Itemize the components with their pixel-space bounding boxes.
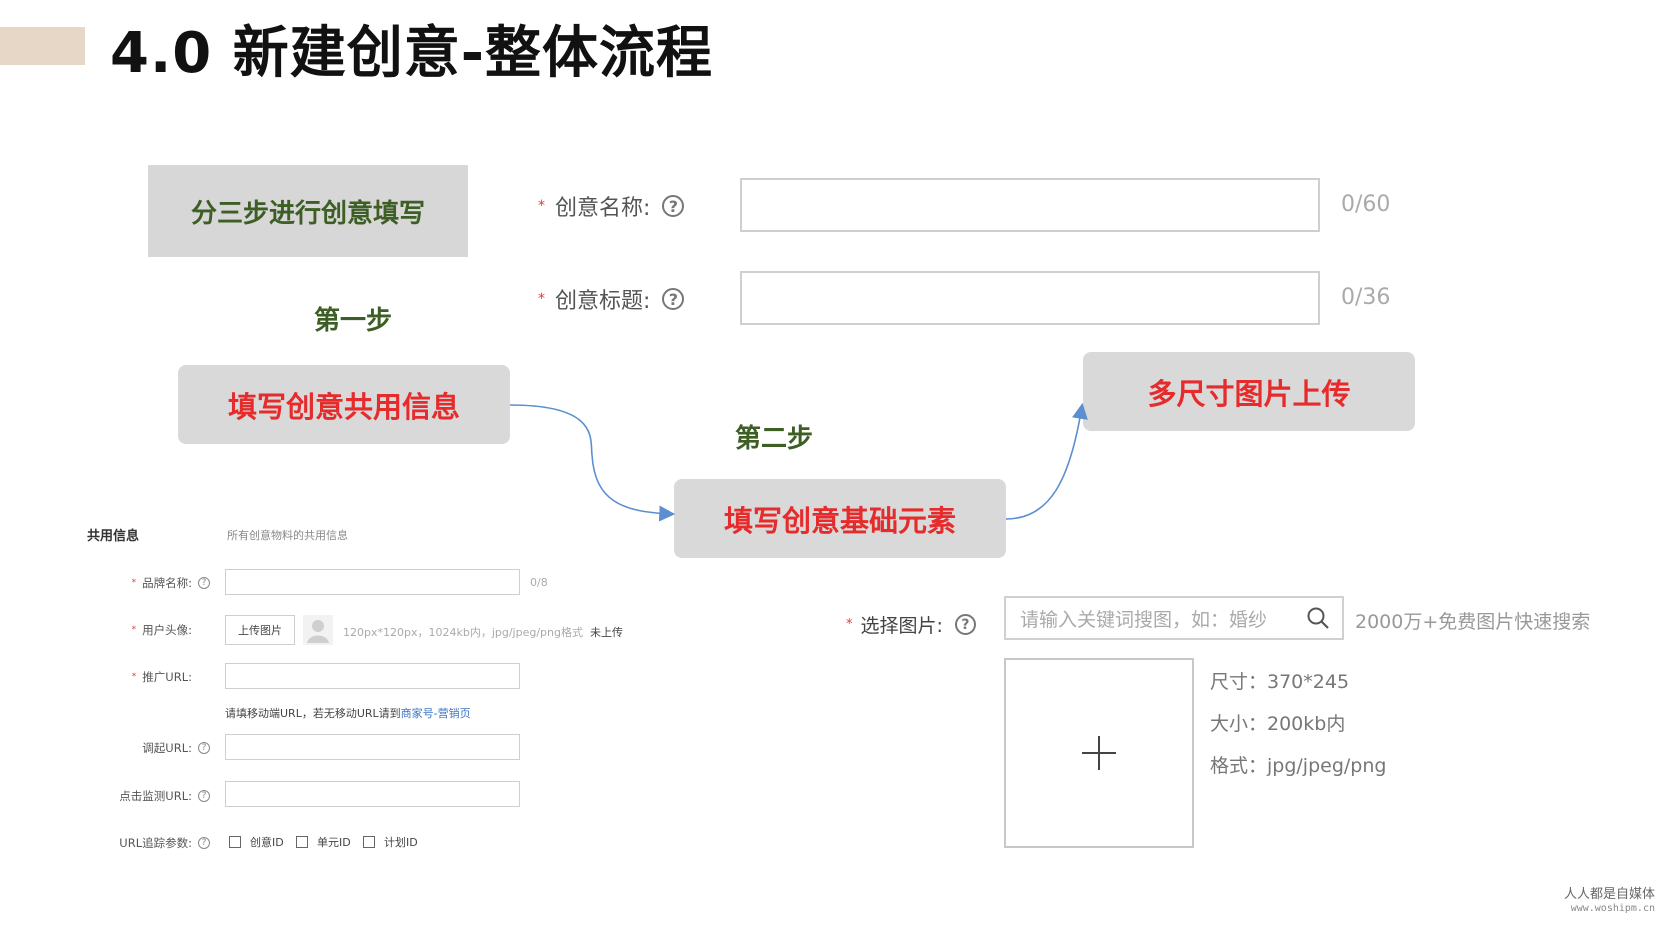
click-monitor-url-label-text: 点击监测URL: — [119, 789, 192, 803]
url-tracking-label-text: URL追踪参数: — [119, 836, 192, 850]
upload-image-button[interactable]: 上传图片 — [225, 615, 295, 645]
checkbox-unit-id-label: 单元ID — [317, 836, 351, 849]
click-monitor-url-label: 点击监测URL: ? — [90, 788, 210, 804]
step2-label: 第二步 — [735, 424, 814, 454]
callup-url-label-text: 调起URL: — [142, 741, 192, 755]
creative-title-label: * 创意标题: ? — [538, 283, 685, 315]
url-tracking-label: URL追踪参数: ? — [90, 835, 210, 851]
image-search-placeholder: 请输入关键词搜图，如：婚纱 — [1020, 608, 1268, 631]
creative-name-label-text: 创意名称: — [555, 196, 651, 221]
click-monitor-url-input[interactable] — [225, 781, 520, 807]
required-mark: * — [131, 625, 137, 635]
checkbox-creative-id-label: 创意ID — [250, 836, 284, 849]
avatar-label-text: 用户头像: — [142, 623, 192, 637]
intro-label: 分三步进行创意填写 — [190, 198, 425, 229]
select-image-label: * 选择图片: ? — [846, 611, 976, 638]
checkbox-plan-id[interactable] — [363, 836, 375, 848]
avatar-placeholder-icon — [303, 615, 333, 645]
promo-url-note: 请填移动端URL，若无移动URL请到商家号-营销页 — [225, 705, 471, 721]
creative-name-label: * 创意名称: ? — [538, 190, 685, 222]
image-size-spec: 尺寸：370*245 — [1210, 671, 1350, 693]
footer-brand: 人人都是自媒体 — [1563, 887, 1655, 902]
callup-url-label: 调起URL: ? — [100, 740, 210, 756]
callup-url-input[interactable] — [225, 734, 520, 760]
promo-url-label-text: 推广URL: — [142, 670, 192, 684]
help-icon[interactable]: ? — [662, 288, 685, 310]
creative-title-label-text: 创意标题: — [555, 289, 651, 314]
step1-label: 第一步 — [314, 306, 393, 336]
checkbox-unit-id[interactable] — [296, 836, 308, 848]
image-format-spec: 格式：jpg/jpeg/png — [1210, 755, 1387, 777]
required-mark: * — [131, 672, 137, 682]
footer-url: www.woshipm.cn — [1570, 903, 1655, 914]
brand-name-label: * 品牌名称: ? — [100, 575, 210, 591]
flow-box-shared-info-label: 填写创意共用信息 — [227, 389, 460, 424]
required-mark: * — [538, 198, 545, 214]
help-icon[interactable]: ? — [198, 577, 210, 589]
required-mark: * — [131, 578, 137, 588]
flow-box-basic-elements: 填写创意基础元素 — [674, 479, 1006, 558]
avatar-hint: 120px*120px，1024kb内，jpg/jpeg/png格式 — [343, 626, 583, 639]
creative-name-counter: 0/60 — [1341, 192, 1391, 217]
search-icon[interactable] — [1306, 606, 1330, 630]
promo-url-input[interactable] — [225, 663, 520, 689]
promo-url-label: * 推广URL: — [100, 669, 192, 685]
promo-url-note-text: 请填移动端URL，若无移动URL请到 — [225, 707, 401, 720]
brand-name-label-text: 品牌名称: — [142, 576, 192, 590]
image-upload-area[interactable] — [1004, 658, 1194, 848]
page-title: 4.0 新建创意-整体流程 — [110, 21, 713, 86]
help-icon[interactable]: ? — [954, 614, 976, 635]
creative-title-counter: 0/36 — [1341, 285, 1391, 310]
select-image-label-text: 选择图片: — [860, 615, 943, 637]
image-search-hint: 2000万+免费图片快速搜索 — [1355, 611, 1591, 633]
flow-box-image-upload-label: 多尺寸图片上传 — [1147, 376, 1351, 411]
intro-box: 分三步进行创意填写 — [148, 165, 468, 257]
avatar-status: 未上传 — [590, 626, 623, 639]
help-icon[interactable]: ? — [662, 195, 685, 217]
shared-info-heading: 共用信息 — [87, 529, 140, 544]
required-mark: * — [846, 617, 853, 632]
help-icon[interactable]: ? — [198, 742, 210, 754]
required-mark: * — [538, 291, 545, 307]
image-filesize-spec: 大小：200kb内 — [1210, 713, 1346, 735]
help-icon[interactable]: ? — [198, 790, 210, 802]
creative-title-input[interactable] — [740, 271, 1320, 325]
arrow-step2-to-step3 — [1005, 402, 1088, 520]
avatar-label: * 用户头像: — [100, 622, 192, 638]
flow-box-shared-info: 填写创意共用信息 — [178, 365, 510, 444]
footer-watermark: 人人都是自媒体 www.woshipm.cn — [1564, 888, 1655, 916]
merchant-page-link[interactable]: 商家号-营销页 — [400, 707, 471, 720]
brand-name-counter: 0/8 — [530, 576, 548, 589]
arrow-step1-to-step2 — [509, 404, 676, 522]
shared-info-description: 所有创意物料的共用信息 — [227, 529, 348, 542]
brand-name-input[interactable] — [225, 569, 520, 595]
image-search-input[interactable]: 请输入关键词搜图，如：婚纱 — [1004, 596, 1344, 640]
help-icon[interactable]: ? — [198, 837, 210, 849]
plus-icon — [1082, 736, 1116, 770]
title-accent-bar — [0, 27, 85, 65]
checkbox-creative-id[interactable] — [229, 836, 241, 848]
checkbox-plan-id-label: 计划ID — [384, 836, 418, 849]
flow-box-image-upload: 多尺寸图片上传 — [1083, 352, 1415, 431]
flow-box-basic-elements-label: 填写创意基础元素 — [723, 503, 956, 538]
creative-name-input[interactable] — [740, 178, 1320, 232]
